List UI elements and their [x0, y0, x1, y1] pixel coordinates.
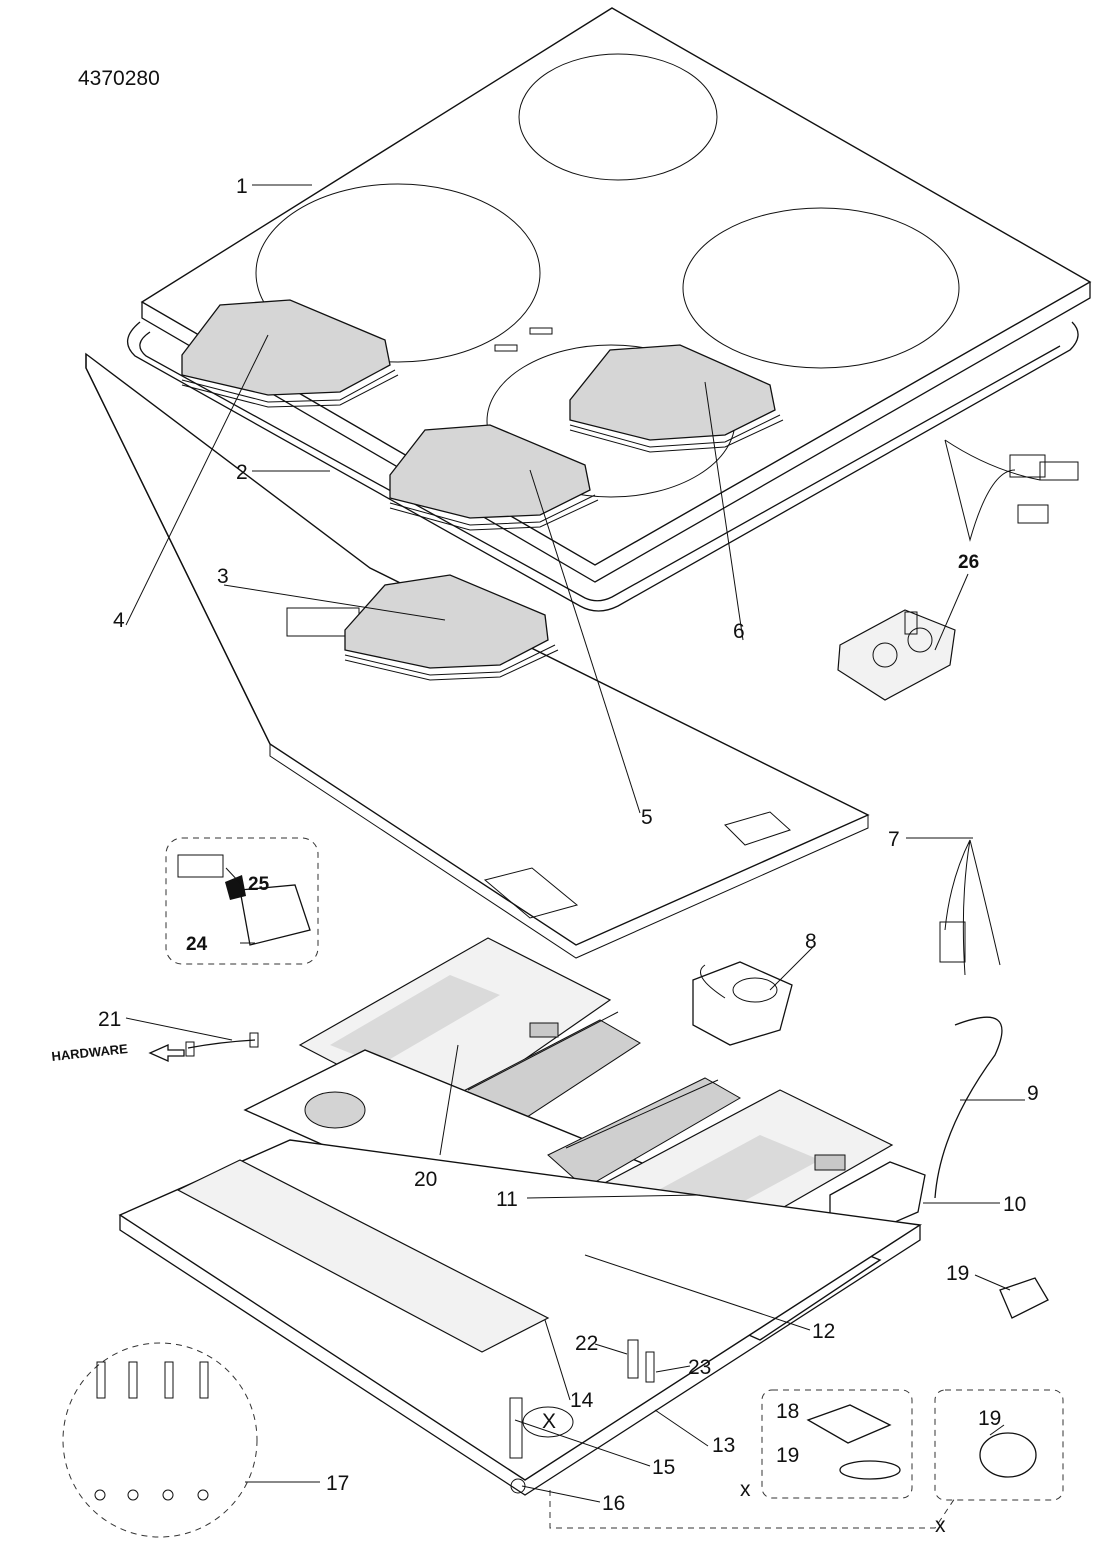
label-part-24: 24	[186, 934, 208, 955]
part-15-spring	[509, 1397, 523, 1459]
label-part-15: 15	[652, 1456, 675, 1479]
label-part-4: 4	[113, 609, 125, 632]
part-19-clip	[999, 1277, 1049, 1319]
label-part-19-a: 19	[776, 1444, 799, 1467]
part-26-filter-module	[837, 609, 956, 701]
label-part-9: 9	[1027, 1082, 1039, 1105]
part-7-wire-harness	[939, 439, 1079, 976]
part-9-cable	[934, 1016, 1003, 1199]
part-23-sensor	[645, 1351, 655, 1383]
label-part-26: 26	[958, 552, 979, 573]
label-part-23: 23	[688, 1356, 711, 1379]
label-part-12: 12	[812, 1320, 835, 1343]
label-part-5: 5	[641, 806, 653, 829]
label-part-13: 13	[712, 1434, 735, 1457]
part-24-25-detail	[165, 837, 319, 965]
label-part-16: 16	[602, 1492, 625, 1515]
part-5-induction-coil	[389, 424, 599, 531]
label-part-17: 17	[326, 1472, 349, 1495]
label-part-11: 11	[496, 1188, 518, 1211]
label-part-20: 20	[414, 1168, 437, 1191]
part-21-harness	[148, 1032, 259, 1063]
marker-x-2: x	[740, 1478, 751, 1501]
part-19-clip-detail	[934, 1389, 1064, 1501]
label-part-3: 3	[217, 565, 229, 588]
label-part-7: 7	[888, 828, 900, 851]
label-part-8: 8	[805, 930, 817, 953]
part-4-induction-coil	[181, 299, 399, 408]
part-22-spring	[627, 1339, 639, 1379]
label-part-25: 25	[248, 874, 270, 895]
drawing-number: 4370280	[78, 67, 160, 90]
label-part-2: 2	[236, 461, 248, 484]
label-part-21: 21	[98, 1008, 121, 1031]
marker-x-3: x	[935, 1514, 946, 1537]
label-part-1: 1	[236, 175, 248, 198]
part-3-induction-coil	[344, 574, 559, 681]
part-17-fastener-set	[62, 1342, 258, 1538]
marker-x-1: X	[542, 1410, 556, 1433]
label-part-18: 18	[776, 1400, 799, 1423]
part-1-glass-top	[140, 7, 1092, 583]
connection-dashed-line	[549, 1490, 956, 1529]
label-part-19-c: 19	[946, 1262, 969, 1285]
label-part-14: 14	[570, 1389, 594, 1412]
label-part-19-b: 19	[978, 1407, 1001, 1430]
part-14-control-board	[176, 1159, 550, 1353]
part-2-frame	[127, 321, 1079, 612]
part-6-induction-coil	[569, 344, 784, 453]
label-part-6: 6	[733, 620, 745, 643]
part-18-19-detail	[761, 1389, 913, 1499]
heatsink-b	[547, 1077, 742, 1189]
part-labels: 1 2 3 4 5 6 7 8 9 10 11 12 13 14 15 16 1…	[51, 175, 1039, 1537]
part-8-fan	[692, 961, 793, 1046]
label-part-10: 10	[1003, 1193, 1026, 1216]
label-part-22: 22	[575, 1332, 598, 1355]
hardware-label: HARDWARE	[51, 1041, 129, 1064]
part-16-screw	[510, 1478, 526, 1494]
leader-lines	[125, 184, 1025, 1503]
